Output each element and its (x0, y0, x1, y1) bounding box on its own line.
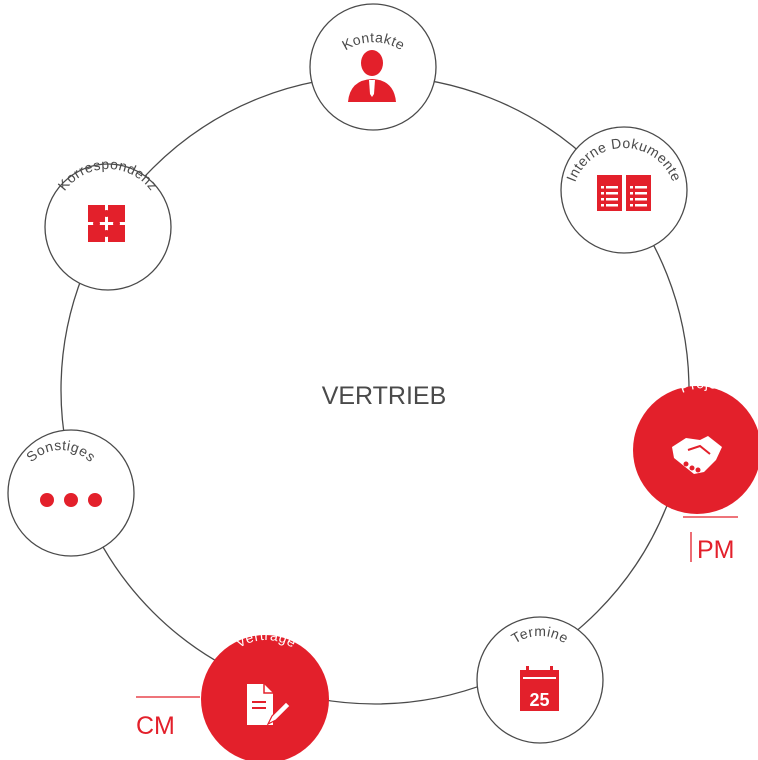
center-title: VERTRIEB (322, 382, 447, 410)
puzzle-icon (88, 205, 125, 242)
more-dots-icon (40, 493, 102, 507)
contract-pen-icon (247, 684, 291, 726)
tag-cm-label: CM (136, 712, 175, 740)
node-label-termine: Termine (508, 623, 571, 646)
tag-pm-label: PM (697, 536, 735, 564)
calendar-day: 25 (529, 690, 549, 710)
documents-icon (597, 175, 651, 211)
handshake-icon (672, 436, 722, 474)
person-icon (348, 50, 396, 102)
calendar-icon: 25 (520, 666, 559, 711)
node-label-vertraege: Verträge (233, 627, 299, 651)
node-interne-dokumente[interactable]: Interne Dokumente (560, 126, 688, 254)
tag-pm: PM (683, 516, 738, 564)
node-vertraege[interactable]: Verträge (201, 627, 329, 760)
tag-cm: CM (136, 696, 200, 740)
node-termine[interactable]: Termine 25 (476, 616, 604, 744)
node-kontakte[interactable]: Kontakte (309, 3, 437, 131)
node-projekt[interactable]: Projekt (633, 375, 758, 514)
node-sonstiges[interactable]: Sonstiges (7, 429, 135, 557)
node-korrespondenz[interactable]: Korrespondenz (44, 156, 172, 291)
